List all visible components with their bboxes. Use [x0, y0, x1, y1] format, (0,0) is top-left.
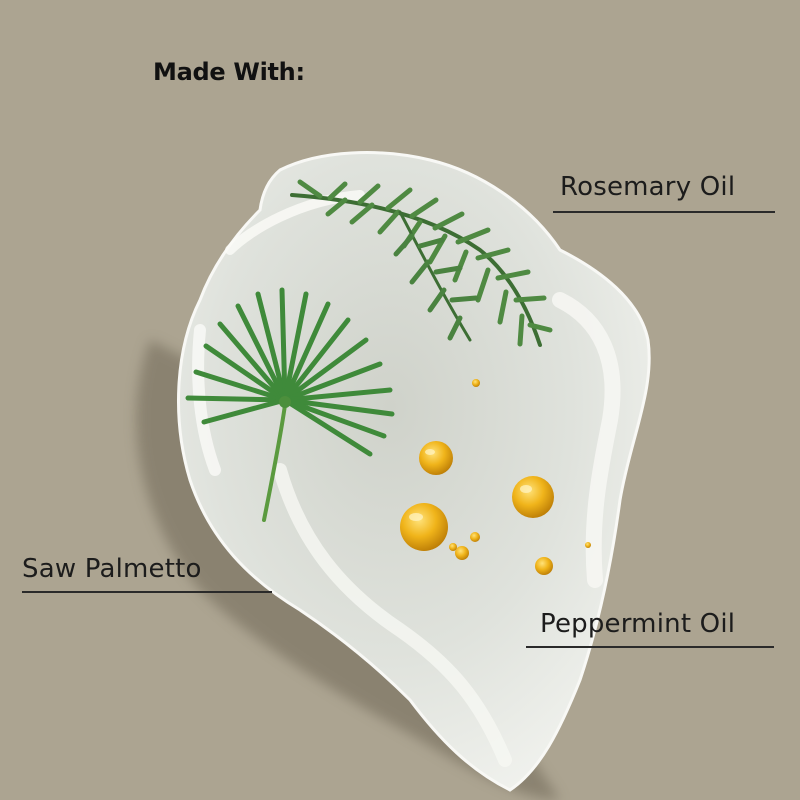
peppermint-oil-underline [526, 646, 774, 648]
rosemary-oil-underline [553, 211, 775, 213]
balm-ridge [192, 324, 221, 476]
rosemary-sprig [290, 179, 553, 347]
saw-palmetto-underline [22, 591, 272, 593]
saw-palmetto-label: Saw Palmetto [22, 554, 202, 584]
balm-ridge [552, 292, 621, 588]
made-with-heading: Made With: [153, 58, 305, 86]
peppermint-oil-label: Peppermint Oil [540, 609, 736, 639]
balm-ridge [225, 190, 365, 255]
oil-droplets [400, 379, 591, 575]
balm-ridge [273, 463, 512, 767]
rosemary-oil-label: Rosemary Oil [560, 172, 736, 202]
balm-swatch [177, 151, 651, 792]
saw-palmetto-leaf [185, 287, 395, 522]
